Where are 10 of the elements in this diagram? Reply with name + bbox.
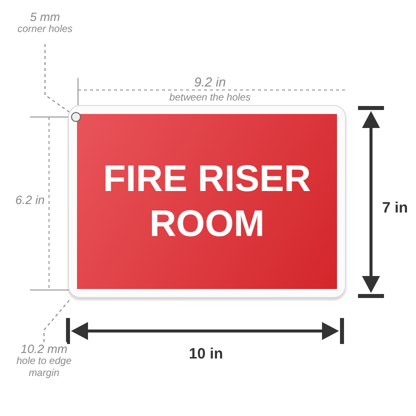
sign-plate (68, 105, 346, 298)
dimension-label: 6.2 in (15, 193, 45, 207)
sign-text: FIRE RISER ROOM (102, 157, 312, 246)
leader-line (44, 298, 72, 342)
dimension-label: 9.2 in (194, 74, 226, 90)
dimension-label: between the holes (169, 92, 251, 104)
mounting-hole (71, 112, 81, 122)
leader-line (44, 44, 72, 114)
callout-value: 10.2 mm (20, 342, 68, 356)
callout-value: 5 mm (30, 10, 60, 24)
